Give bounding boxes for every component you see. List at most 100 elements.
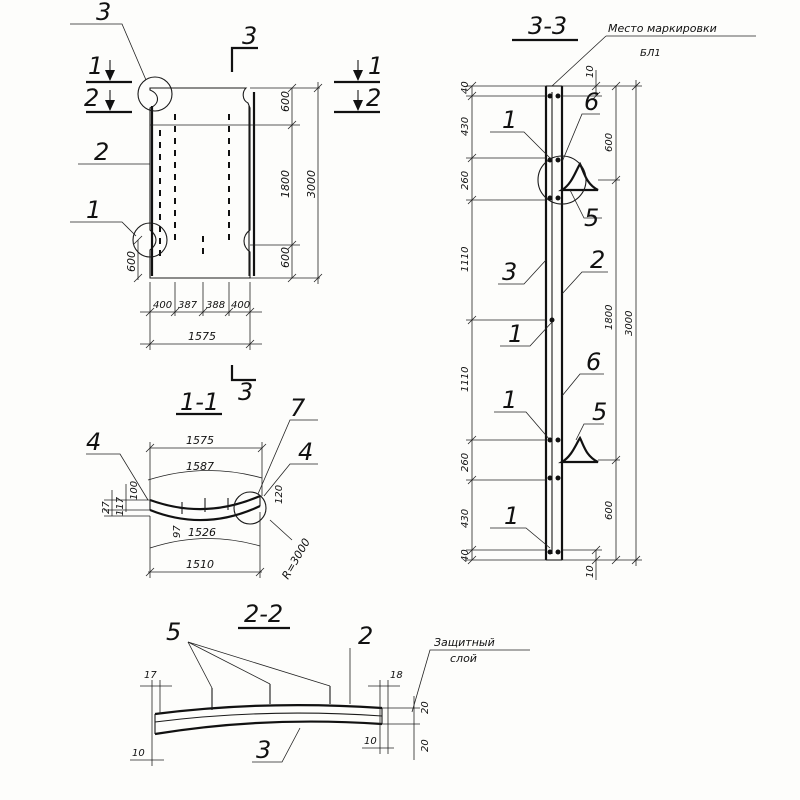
detail-circle-1 <box>132 222 168 258</box>
plan-view: 3 3 3 1 2 1 2 2 1 600 1800 3000 600 600 … <box>70 0 383 406</box>
plan-cut1-left-label: 1 <box>88 52 103 80</box>
cut-arrow-head <box>353 100 363 111</box>
sec11-dim-100: 100 <box>129 481 140 500</box>
sec22-dim-20-bottom: 20 <box>420 739 431 752</box>
plan-dim-tick <box>145 339 155 349</box>
section-2-2: 2-2 5 2 3 Защитный слой <box>130 600 530 766</box>
leader-sec33-pos1d <box>490 527 551 549</box>
sec11-dim-tick <box>145 567 155 577</box>
cut-arrow-head <box>105 100 115 111</box>
cut-arrow-head <box>353 70 363 81</box>
sec33-dim-1110-top: 1110 <box>460 247 471 272</box>
sec33-dim-600-bottom: 600 <box>604 501 615 520</box>
plan-label-pos1: 1 <box>86 196 101 224</box>
section-3-3: 3-3 Место маркировки БЛ1 <box>460 12 756 580</box>
sec33-dim-40-bottom: 40 <box>460 549 471 562</box>
sec33-rebar-dot <box>555 93 561 99</box>
leader-sec33-pos3 <box>498 259 547 285</box>
leader-sec33-pos5a <box>569 189 602 219</box>
sec33-rebar-dot <box>555 437 561 443</box>
sec11-dim-arc <box>149 538 261 549</box>
leader-sec11-pos4-right <box>263 463 318 497</box>
sec33-dim-40-top: 40 <box>460 81 471 94</box>
section-1-1: 1-1 4 4 7 <box>86 388 318 582</box>
plan-dim-tick <box>245 307 255 317</box>
leader-sec33-pos1b <box>500 321 553 347</box>
sec33-dim-ticks-right <box>591 81 641 565</box>
marking-leader <box>551 35 607 87</box>
leader-pos3 <box>70 23 147 81</box>
sec11-label-pos4-left: 4 <box>86 428 101 456</box>
section-2-2-title: 2-2 <box>244 600 283 628</box>
sec22-slab-top <box>154 703 383 716</box>
sec11-dim-97: 97 <box>172 525 183 538</box>
plan-dim-600-left: 600 <box>125 251 138 272</box>
plan-dim-tick <box>245 339 255 349</box>
sec33-label-pos5b: 5 <box>592 398 607 426</box>
sec33-dim-1110-bottom: 1110 <box>460 367 471 392</box>
sec33-rebar-dot <box>555 157 561 163</box>
plan-dim-1800: 1800 <box>279 170 292 198</box>
plan-dim-tick <box>287 240 297 250</box>
sec11-radius-label: R=3000 <box>279 536 313 581</box>
sec33-rebar-dot <box>547 93 553 99</box>
plan-cut2-right-label: 2 <box>366 84 381 112</box>
detail-circle-3 <box>137 76 173 112</box>
plan-dim-400-b: 400 <box>231 300 250 311</box>
cut-marker-3-bottom <box>230 365 256 382</box>
plan-cut1-right-label: 1 <box>368 52 383 80</box>
leader-sec33-pos6b <box>561 373 604 397</box>
sec33-rebar-dot <box>555 475 561 481</box>
marking-stamp: БЛ1 <box>640 48 661 59</box>
plan-dim-tick <box>133 273 143 283</box>
cut-arrow-head <box>105 70 115 81</box>
plan-dim-tick <box>313 273 323 283</box>
sec22-slab-bottom <box>154 720 383 736</box>
plan-panel-outline <box>149 87 251 279</box>
section-3-3-title: 3-3 <box>528 12 567 40</box>
sec33-label-pos3: 3 <box>502 258 517 286</box>
sec11-dim-120: 120 <box>274 485 285 504</box>
marking-place-label: Место маркировки <box>608 22 717 35</box>
sec22-dim-10-left: 10 <box>132 748 145 759</box>
plan-dim-tick <box>313 83 323 93</box>
sec11-dim-tick <box>145 443 155 453</box>
sec11-slab-bottom <box>149 505 261 522</box>
sec33-label-pos6b: 6 <box>586 348 601 376</box>
plan-dim-tick <box>170 307 180 317</box>
sec33-dim-430-bottom: 430 <box>460 509 471 528</box>
sec11-dim-27: 27 <box>101 501 112 514</box>
plan-dim-387: 387 <box>178 300 198 311</box>
plan-dim-3000: 3000 <box>305 170 318 198</box>
leader-sec22-pos5 <box>187 641 331 687</box>
leader-sec22-pos5 <box>187 641 213 689</box>
plan-cut3-top-label: 3 <box>242 22 257 50</box>
sec33-dim-260-top: 260 <box>460 171 471 190</box>
plan-dim-tick <box>198 307 208 317</box>
sec11-detail-circle <box>233 491 267 525</box>
sec33-detail-circle <box>537 155 587 205</box>
sec33-dim-ticks-left <box>467 81 477 565</box>
plan-label-pos2: 2 <box>94 138 109 166</box>
sec22-dim-10-right: 10 <box>364 736 377 747</box>
sec33-dim-1800: 1800 <box>604 305 615 330</box>
sec22-dim-17: 17 <box>144 670 157 681</box>
sec33-label-pos2: 2 <box>590 246 605 274</box>
sec33-rebar-dot <box>547 195 553 201</box>
sec33-label-pos5a: 5 <box>584 204 599 232</box>
sec11-dim-tick <box>255 567 265 577</box>
leader-protective-layer <box>411 649 530 713</box>
leader-sec33-pos6a <box>561 113 600 163</box>
protective-layer-label-1: Защитный <box>434 636 495 649</box>
sec33-rebar-dot <box>547 475 553 481</box>
plan-dim-388: 388 <box>206 300 225 311</box>
plan-dim-tick <box>133 235 143 245</box>
sec33-dim-3000: 3000 <box>624 311 635 336</box>
sec33-label-pos1d: 1 <box>504 502 519 530</box>
plan-dim-1575: 1575 <box>188 330 216 343</box>
plan-dim-400-a: 400 <box>153 300 172 311</box>
leader-sec11-pos4-left <box>86 453 149 501</box>
sec11-dim-arc <box>147 470 263 481</box>
plan-dim-tick <box>287 120 297 130</box>
